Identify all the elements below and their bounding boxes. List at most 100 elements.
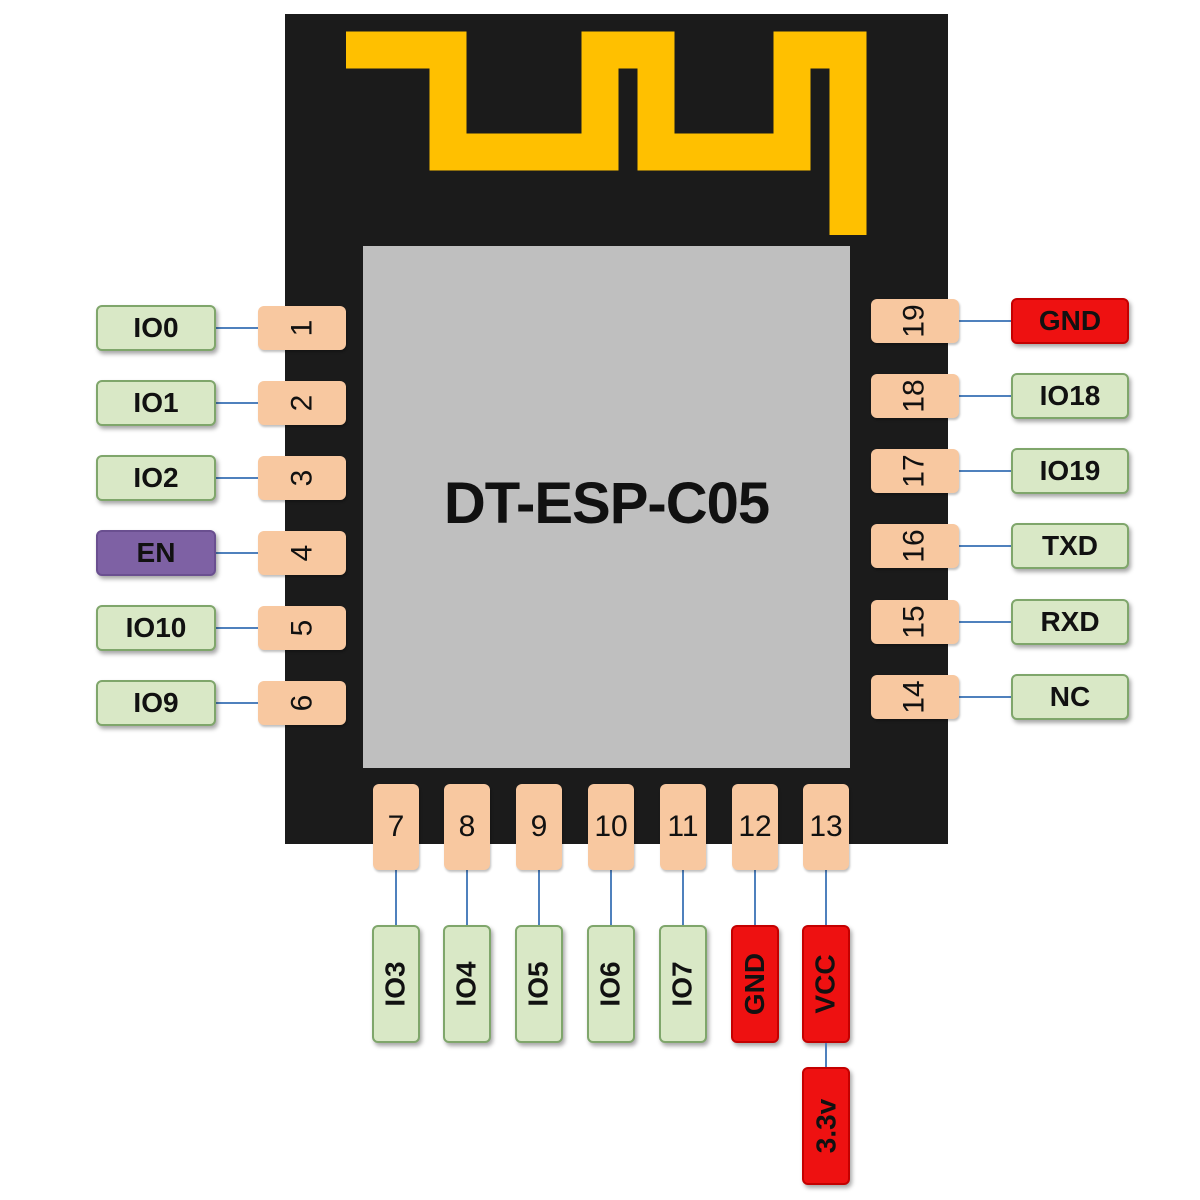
- pin-pad: 10: [588, 784, 634, 870]
- pin-pad: 19: [871, 299, 959, 343]
- pin-label: IO2: [96, 455, 216, 501]
- pin-number: 2: [285, 394, 318, 412]
- pin-pad: 12: [732, 784, 778, 870]
- pin-pad: 14: [871, 675, 959, 719]
- pin-label-text: IO4: [451, 961, 483, 1007]
- pin-label: RXD: [1011, 599, 1129, 645]
- pin-wire: [958, 696, 1012, 698]
- pin-wire: [682, 868, 684, 926]
- pin-label-text: IO2: [133, 462, 179, 493]
- pin-wire: [825, 1043, 827, 1069]
- pin-number: 13: [809, 810, 843, 843]
- pin-label-text: IO9: [133, 687, 179, 718]
- pin-pad: 17: [871, 449, 959, 493]
- pin-sub-label: 3.3v: [802, 1067, 850, 1185]
- pin-wire: [754, 868, 756, 926]
- pin-pad: 3: [258, 456, 346, 500]
- pin-label-text: TXD: [1042, 530, 1098, 561]
- pin-wire: [538, 868, 540, 926]
- pin-number: 1: [285, 319, 318, 337]
- pin-label-text: EN: [136, 537, 176, 568]
- pin-label-text: IO19: [1039, 455, 1101, 486]
- pin-label: VCC: [802, 925, 850, 1043]
- pin-label-text: IO3: [380, 961, 412, 1007]
- pin-number: 18: [898, 379, 931, 413]
- pin-label-text: GND: [739, 952, 771, 1016]
- pin-number: 14: [898, 680, 931, 714]
- pin-number: 10: [594, 810, 628, 843]
- pin-label-text: IO18: [1039, 380, 1101, 411]
- antenna-trace: [346, 31, 867, 235]
- pin-label-text: VCC: [810, 954, 841, 1014]
- pin-label: NC: [1011, 674, 1129, 720]
- pin-label: IO7: [659, 925, 707, 1043]
- pin-label-text: GND: [1038, 305, 1102, 336]
- pin-pad: 16: [871, 524, 959, 568]
- pin-pad: 13: [803, 784, 849, 870]
- pin-wire: [216, 702, 260, 704]
- pin-pad: 15: [871, 600, 959, 644]
- pin-label: GND: [731, 925, 779, 1043]
- pin-number: 17: [898, 454, 931, 488]
- pin-label: IO9: [96, 680, 216, 726]
- pin-label: IO19: [1011, 448, 1129, 494]
- pin-wire: [825, 868, 827, 926]
- pin-number: 3: [285, 469, 318, 487]
- pin-pad: 7: [373, 784, 419, 870]
- pin-wire: [216, 627, 260, 629]
- pin-number: 9: [530, 810, 548, 843]
- pin-pad: 4: [258, 531, 346, 575]
- pin-number: 19: [898, 304, 931, 338]
- pin-pad: 18: [871, 374, 959, 418]
- pin-label: EN: [96, 530, 216, 576]
- pin-wire: [958, 395, 1012, 397]
- chip-shield: [363, 246, 850, 768]
- pin-wire: [466, 868, 468, 926]
- pin-label-text: IO1: [133, 387, 179, 418]
- pin-wire: [395, 868, 397, 926]
- antenna-trace-path: [346, 31, 867, 235]
- pin-label: GND: [1011, 298, 1129, 344]
- pin-pad: 9: [516, 784, 562, 870]
- pin-label-text: IO5: [523, 961, 555, 1007]
- pin-wire: [216, 402, 260, 404]
- pin-wire: [958, 621, 1012, 623]
- pin-label: IO6: [587, 925, 635, 1043]
- pin-number: 8: [458, 810, 476, 843]
- pin-label: IO1: [96, 380, 216, 426]
- pin-pad: 8: [444, 784, 490, 870]
- pin-wire: [216, 327, 260, 329]
- pin-label: IO10: [96, 605, 216, 651]
- pin-label-text: IO7: [667, 961, 699, 1007]
- pin-wire: [216, 552, 260, 554]
- pin-label-text: RXD: [1040, 606, 1100, 637]
- pin-number: 12: [738, 810, 772, 843]
- pin-pad: 2: [258, 381, 346, 425]
- pin-label-text: NC: [1049, 681, 1091, 712]
- pin-pad: 1: [258, 306, 346, 350]
- pin-label: IO4: [443, 925, 491, 1043]
- pin-pad: 11: [660, 784, 706, 870]
- pin-wire: [216, 477, 260, 479]
- pin-label: IO3: [372, 925, 420, 1043]
- pin-wire: [958, 545, 1012, 547]
- pin-number: 7: [387, 810, 405, 843]
- pin-number: 15: [898, 605, 931, 639]
- module-title: DT-ESP-C05: [443, 471, 770, 536]
- pin-label: IO5: [515, 925, 563, 1043]
- pin-label-text: IO0: [133, 312, 179, 343]
- pin-number: 16: [898, 529, 931, 563]
- pin-number: 6: [285, 694, 318, 712]
- pin-pad: 5: [258, 606, 346, 650]
- pin-label-text: IO6: [595, 961, 627, 1007]
- pin-label-text: IO10: [125, 612, 187, 643]
- pin-wire: [958, 320, 1012, 322]
- pin-number: 4: [285, 544, 318, 562]
- pin-label: IO0: [96, 305, 216, 351]
- pin-number: 11: [667, 810, 699, 843]
- pin-label: IO18: [1011, 373, 1129, 419]
- pin-wire: [610, 868, 612, 926]
- pin-wire: [958, 470, 1012, 472]
- pin-sub-label-text: 3.3v: [810, 1098, 841, 1154]
